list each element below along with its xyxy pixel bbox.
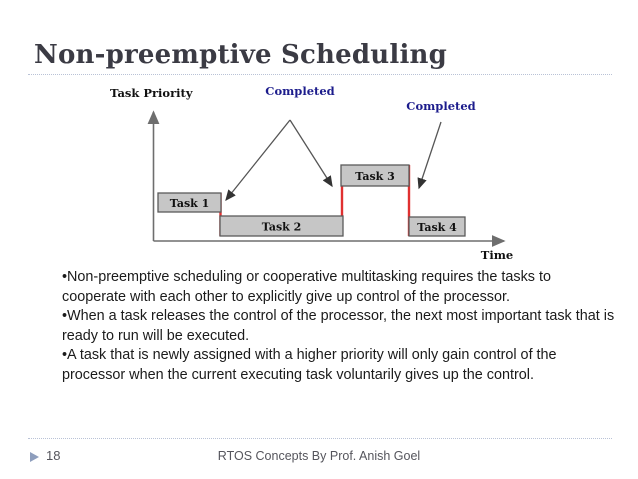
page-number: 18 xyxy=(46,448,61,463)
completed-arrow-right xyxy=(289,119,333,188)
footer-divider xyxy=(28,438,612,439)
bullet-2: •When a task releases the control of the… xyxy=(62,308,615,344)
page-title: Non-preemptive Scheduling xyxy=(34,40,448,70)
play-triangle-icon xyxy=(30,452,39,462)
bullet-1: •Non-preemptive scheduling or cooperativ… xyxy=(62,269,551,305)
completed-label-1: Completed xyxy=(265,84,334,98)
task-box-3: Task 3 xyxy=(340,164,410,187)
completed-arrow-2 xyxy=(417,121,442,190)
task-box-2: Task 2 xyxy=(219,215,344,237)
task-box-4: Task 4 xyxy=(408,216,466,237)
task-1-label: Task 1 xyxy=(170,197,210,210)
title-divider xyxy=(28,74,612,75)
bullet-3: •A task that is newly assigned with a hi… xyxy=(62,347,557,383)
body-text: •Non-preemptive scheduling or cooperativ… xyxy=(62,268,618,385)
task-4-label: Task 4 xyxy=(417,221,457,234)
y-axis-label: Task Priority xyxy=(110,86,193,100)
task-2-label: Task 2 xyxy=(262,221,302,234)
scheduling-diagram: Task Priority Time Completed Completed xyxy=(0,82,638,267)
task-3-label: Task 3 xyxy=(355,170,395,183)
completed-arrow-left xyxy=(225,119,291,202)
footer-attribution: RTOS Concepts By Prof. Anish Goel xyxy=(217,449,421,463)
completed-label-2: Completed xyxy=(406,99,475,113)
footer: 18 RTOS Concepts By Prof. Anish Goel xyxy=(0,448,638,470)
task-box-1: Task 1 xyxy=(157,192,222,213)
x-axis-label: Time xyxy=(481,248,513,262)
